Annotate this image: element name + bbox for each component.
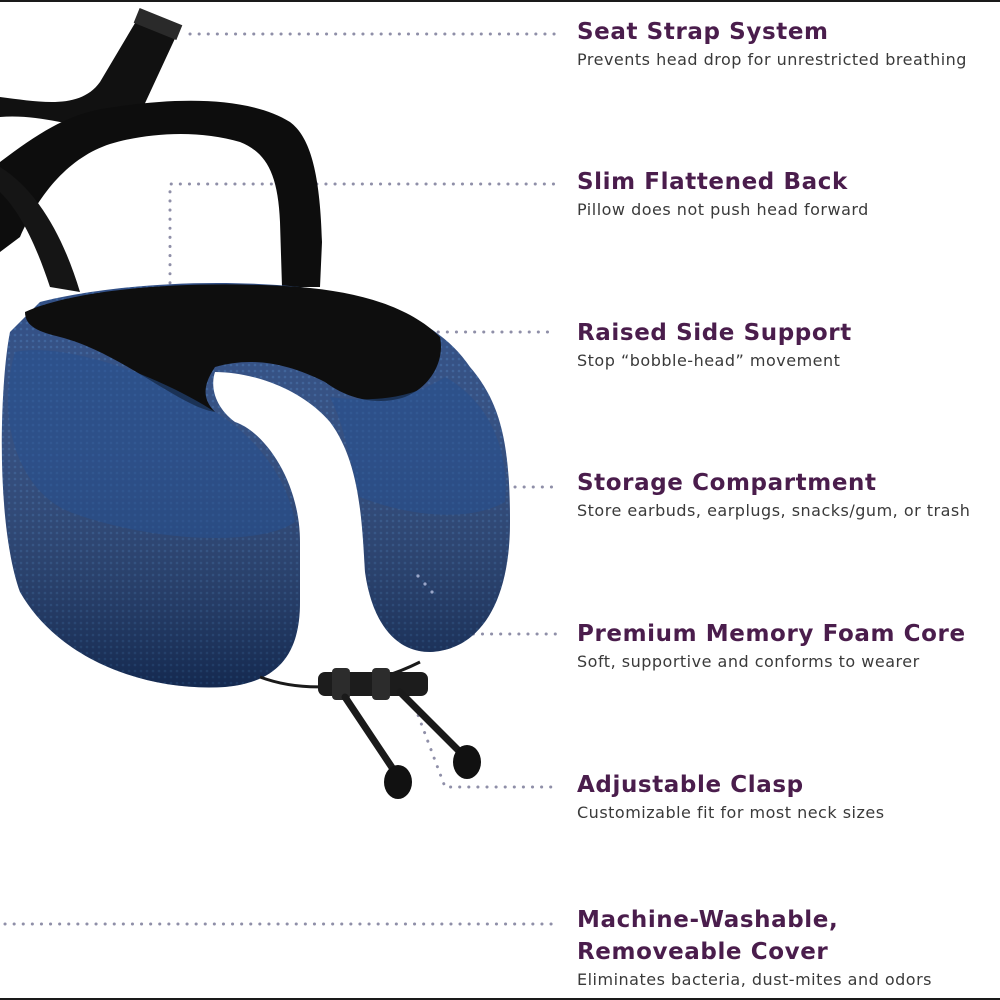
neck-pillow — [1, 282, 510, 688]
feature-description: Pillow does not push head forward — [577, 200, 869, 219]
leader-line-clasp — [413, 705, 558, 789]
seat-strap — [0, 7, 322, 292]
feature-title: Raised Side Support — [577, 320, 852, 346]
leader-line-memory-foam — [416, 574, 558, 636]
feature-seat-strap: Seat Strap System Prevents head drop for… — [577, 16, 997, 71]
feature-title: Slim Flattened Back — [577, 169, 848, 195]
feature-description: Soft, supportive and conforms to wearer — [577, 652, 920, 671]
feature-storage: Storage Compartment Store earbuds, earpl… — [577, 467, 997, 522]
feature-description: Stop “bobble-head” movement — [577, 351, 841, 370]
feature-side-support: Raised Side Support Stop “bobble-head” m… — [577, 317, 997, 372]
feature-title: Adjustable Clasp — [577, 772, 804, 798]
feature-flattened-back: Slim Flattened Back Pillow does not push… — [577, 166, 997, 221]
feature-memory-foam: Premium Memory Foam Core Soft, supportiv… — [577, 618, 997, 673]
feature-title: Premium Memory Foam Core — [577, 621, 966, 647]
feature-description: Prevents head drop for unrestricted brea… — [577, 50, 967, 69]
leader-lines — [3, 32, 558, 926]
feature-description: Eliminates bacteria, dust-mites and odor… — [577, 970, 932, 989]
feature-title-line: Machine-Washable, — [577, 907, 839, 933]
feature-clasp: Adjustable Clasp Customizable fit for mo… — [577, 769, 997, 824]
feature-title: Seat Strap System — [577, 19, 829, 45]
feature-title: Machine-Washable, Removeable Cover — [577, 904, 997, 968]
adjustable-clasp — [259, 660, 481, 799]
feature-description: Store earbuds, earplugs, snacks/gum, or … — [577, 501, 971, 520]
feature-description: Customizable fit for most neck sizes — [577, 803, 885, 822]
leader-line-flattened-back — [168, 182, 558, 294]
feature-title-line: Removeable Cover — [577, 939, 829, 965]
feature-washable: Machine-Washable, Removeable Cover Elimi… — [577, 904, 997, 991]
feature-title: Storage Compartment — [577, 470, 877, 496]
